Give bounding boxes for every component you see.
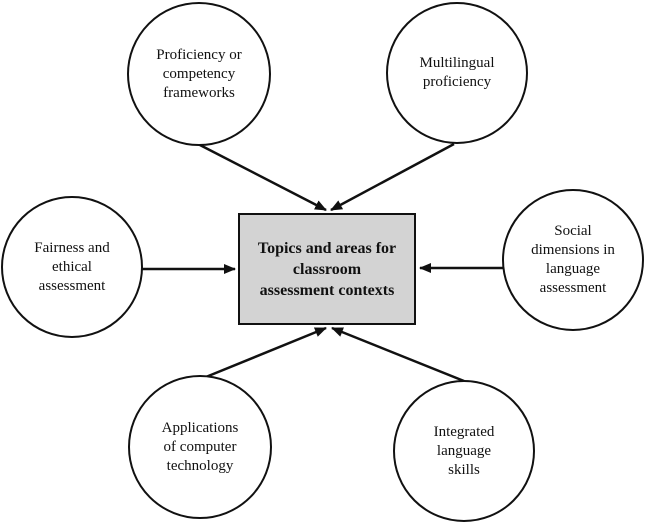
central-topic-label: Topics and areas for classroom assessmen…: [257, 239, 397, 299]
arrow-integrated-skills: [331, 326, 465, 383]
node-fairness-ethical: Fairness and ethical assessment: [1, 196, 143, 338]
node-multilingual-proficiency: Multilingual proficiency: [386, 2, 528, 144]
node-label: Multilingual proficiency: [419, 55, 495, 90]
arrow-computer-technology: [200, 326, 327, 381]
node-label: Social dimensions in language assessment: [531, 223, 615, 296]
node-label: Applications of computer technology: [161, 419, 239, 474]
node-label: Integrated language skills: [433, 423, 495, 478]
arrow-proficiency-frameworks: [197, 142, 327, 212]
node-social-dimensions: Social dimensions in language assessment: [502, 189, 644, 331]
node-proficiency-frameworks: Proficiency or competency frameworks: [127, 2, 271, 146]
node-integrated-skills: Integrated language skills: [393, 380, 535, 522]
node-computer-technology: Applications of computer technology: [128, 375, 272, 519]
node-label: Proficiency or competency frameworks: [156, 46, 242, 101]
central-topic-box: Topics and areas for classroom assessmen…: [238, 213, 416, 325]
arrow-multilingual-proficiency: [330, 142, 455, 212]
node-label: Fairness and ethical assessment: [34, 239, 110, 294]
